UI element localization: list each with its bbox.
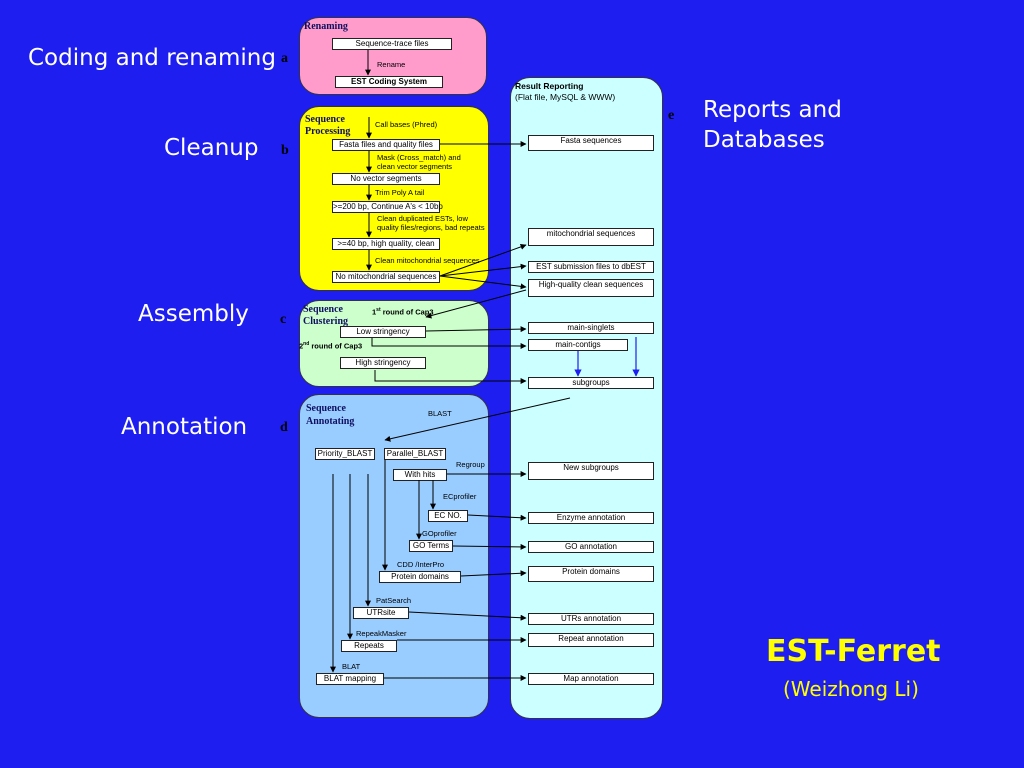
renaming-title: Renaming <box>304 21 348 32</box>
map-annotation-box: Map annotation <box>528 673 654 685</box>
label-coding-renaming: Coding and renaming <box>28 45 276 71</box>
mask-label-2: clean vector segments <box>377 162 453 171</box>
est-submission-box: EST submission files to dbEST <box>528 261 654 273</box>
no-vector-box: No vector segments <box>332 173 440 185</box>
mitochondrial-sequences-box: mitochondrial sequences <box>528 228 654 246</box>
sequence-trace-files-box: Sequence-trace files <box>332 38 452 50</box>
protein-annotation-box: Protein domains <box>528 566 654 582</box>
fasta-sequences-box: Fasta sequences <box>528 135 654 151</box>
utrs-annotation-box: UTRs annotation <box>528 613 654 625</box>
clean-dup-label-2: quality files/regions, bad repeats <box>377 223 485 232</box>
est-coding-system-box: EST Coding System <box>335 76 443 88</box>
brand-author: (Weizhong Li) <box>783 677 919 701</box>
label-reports-databases: Reports and Databases <box>703 97 842 153</box>
processing-title-1: Sequence <box>305 114 345 125</box>
go-annotation-box: GO annotation <box>528 541 654 553</box>
priority-blast-box: Priority_BLAST <box>315 448 375 460</box>
ec-no-box: EC NO. <box>428 510 468 522</box>
label-annotation: Annotation <box>121 414 248 440</box>
clustering-panel <box>299 300 489 387</box>
result-subtitle: (Flat file, MySQL & WWW) <box>515 92 616 102</box>
repeat-annotation-box: Repeat annotation <box>528 633 654 647</box>
min200-box: >=200 bp, Continue A's < 10bp <box>332 201 443 213</box>
subgroups-box: subgroups <box>528 377 654 389</box>
ecprofiler-label: ECprofiler <box>443 492 477 501</box>
brand-title: EST-Ferret <box>766 634 941 669</box>
parallel-blast-box: Parallel_BLAST <box>384 448 446 460</box>
blat-mapping-box: BLAT mapping <box>316 673 384 685</box>
protein-domains-box: Protein domains <box>379 571 461 583</box>
clean-mito-label: Clean mitochondrial sequences <box>375 256 480 265</box>
goprofiler-label: GOprofiler <box>422 529 457 538</box>
trim-label: Trim Poly A tail <box>375 188 425 197</box>
blat-label: BLAT <box>342 662 361 671</box>
enzyme-annotation-box: Enzyme annotation <box>528 512 654 524</box>
rename-label: Rename <box>377 60 406 69</box>
repeats-box: Repeats <box>341 640 397 652</box>
annotating-title-1: Sequence <box>306 403 346 414</box>
annotating-title-2: Annotating <box>306 416 355 427</box>
clustering-title-1: Sequence <box>303 304 343 315</box>
fasta-quality-box: Fasta files and quality files <box>332 139 440 151</box>
main-contigs-box: main-contigs <box>528 339 628 351</box>
repeatmasker-label: RepeakMasker <box>356 629 407 638</box>
result-title: Result Reporting <box>515 81 584 91</box>
processing-panel <box>299 106 489 291</box>
no-mito-box: No mitochondrial sequences <box>332 271 440 283</box>
letter-b: b <box>281 143 289 158</box>
mask-label-1: Mask (Cross_match) and <box>377 153 461 162</box>
processing-title-2: Processing <box>305 126 351 137</box>
label-cleanup: Cleanup <box>164 135 259 161</box>
go-terms-box: GO Terms <box>409 540 453 552</box>
utrsite-box: UTRsite <box>353 607 409 619</box>
min40-box: >=40 bp, high quality, clean <box>332 238 440 250</box>
blast-label: BLAST <box>428 409 452 418</box>
round1-label: 1st round of Cap3 <box>372 307 434 317</box>
clustering-title-2: Clustering <box>303 316 348 327</box>
letter-c: c <box>280 312 287 327</box>
call-bases-label: Call bases (Phred) <box>375 120 438 129</box>
high-quality-box: High-quality clean sequences <box>528 279 654 297</box>
letter-a: a <box>281 51 288 66</box>
new-subgroups-box: New subgroups <box>528 462 654 480</box>
letter-d: d <box>280 420 288 435</box>
low-stringency-box: Low stringency <box>340 326 426 338</box>
letter-e: e <box>668 108 675 123</box>
high-stringency-box: High stringency <box>340 357 426 369</box>
main-singlets-box: main-singlets <box>528 322 654 334</box>
result-panel <box>510 77 663 719</box>
patsearch-label: PatSearch <box>376 596 412 605</box>
cdd-label: CDD /InterPro <box>397 560 445 569</box>
regroup-label: Regroup <box>456 460 485 469</box>
with-hits-box: With hits <box>393 469 447 481</box>
clean-dup-label-1: Clean duplicated ESTs, low <box>377 214 468 223</box>
label-assembly: Assembly <box>138 301 249 327</box>
round2-label: 2nd round of Cap3 <box>299 341 363 351</box>
